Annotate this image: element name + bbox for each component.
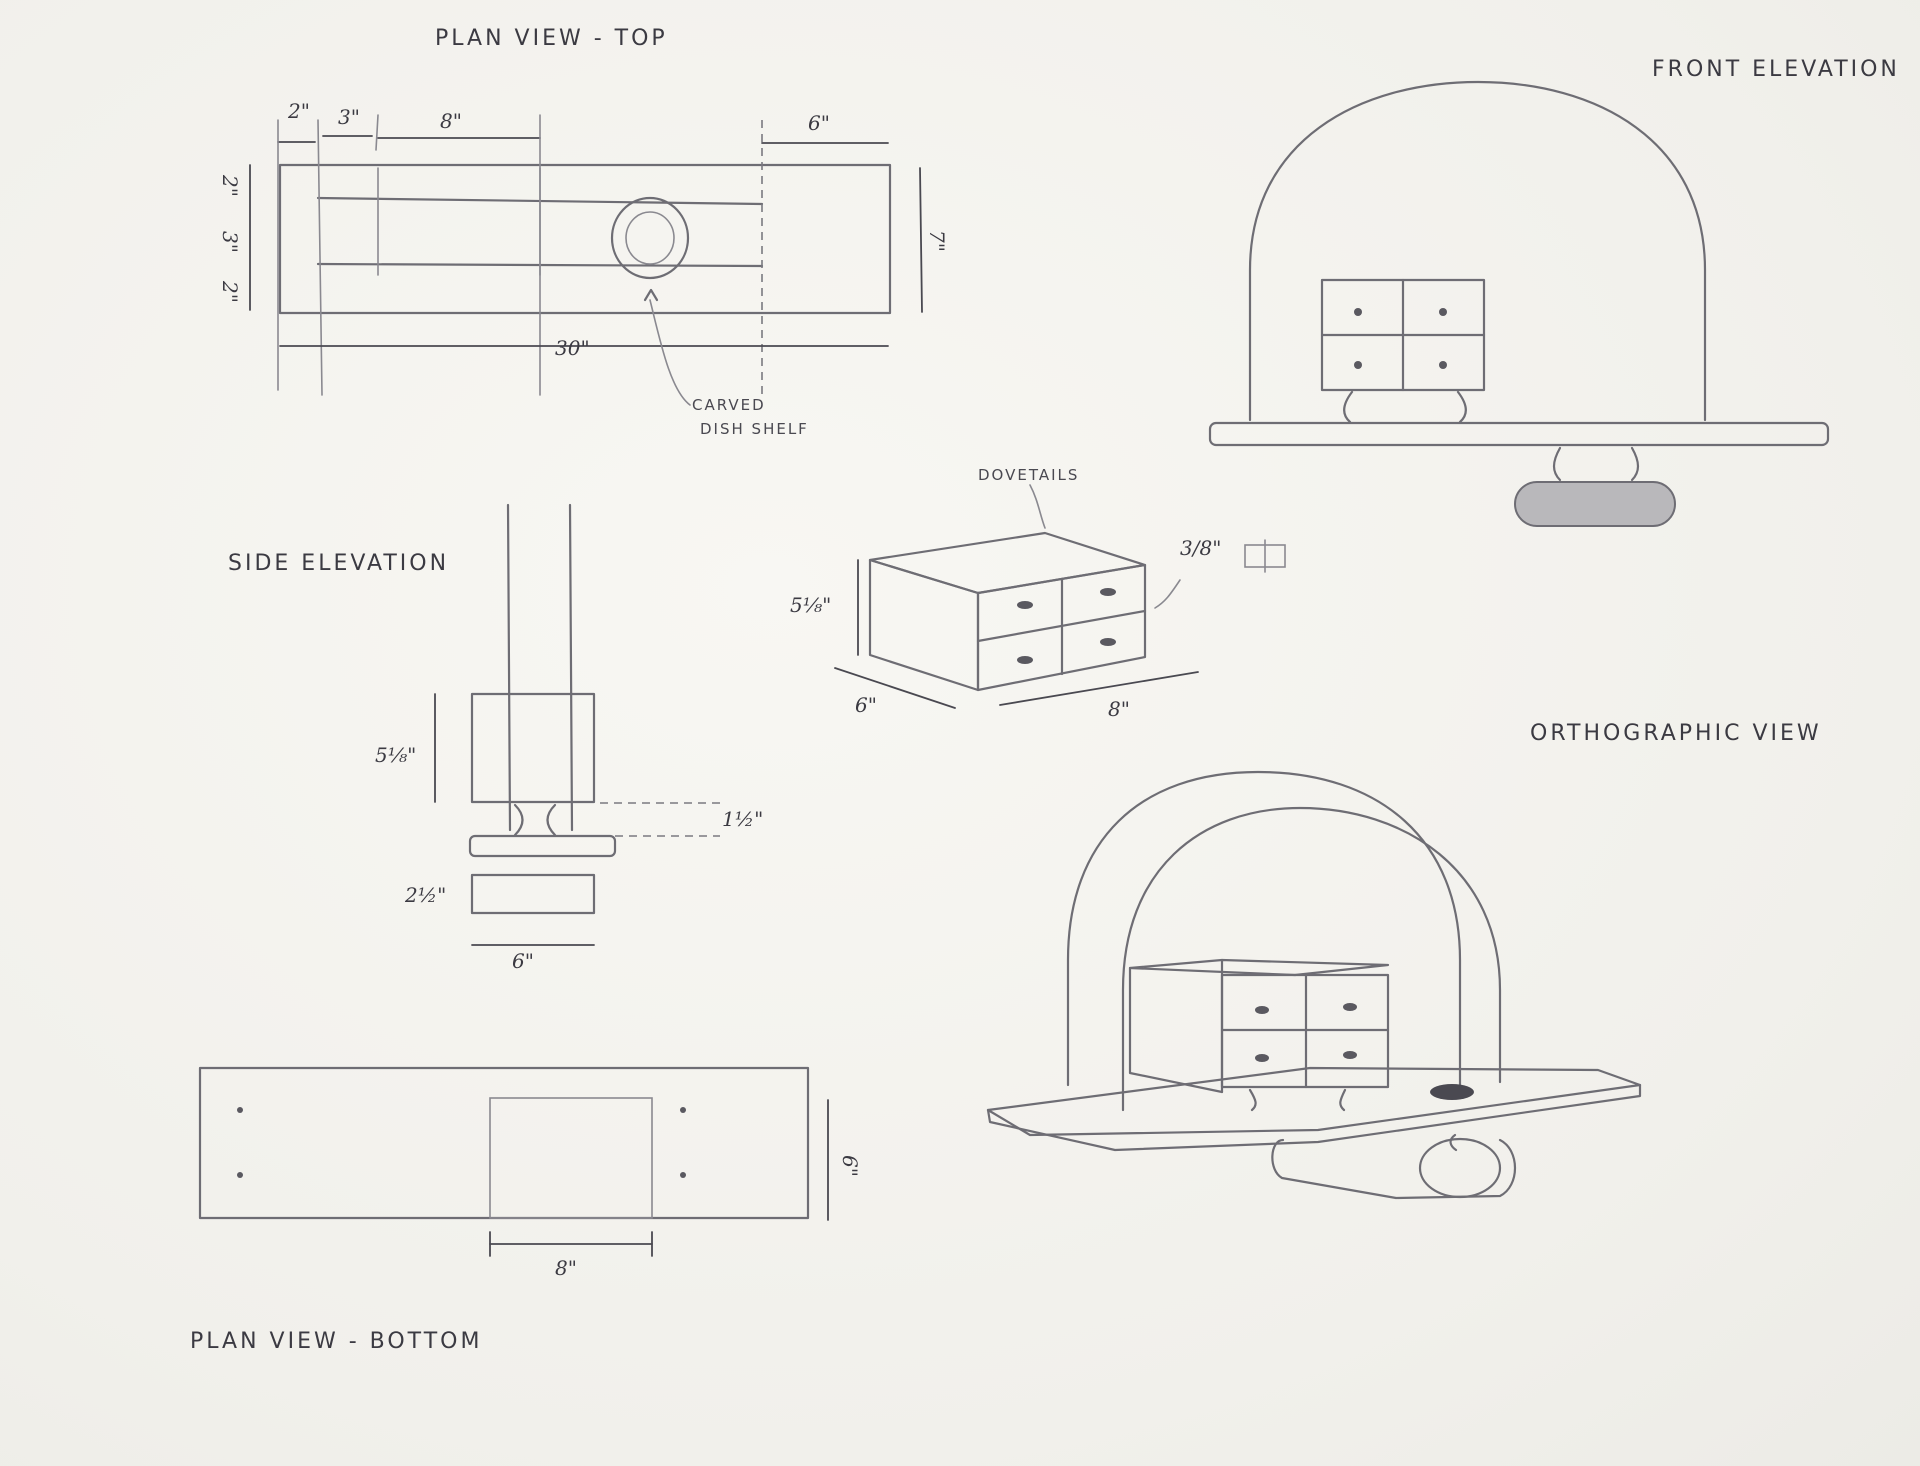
side-dim-gap: 1½" <box>722 807 763 831</box>
dim-line-right <box>919 167 923 313</box>
plan-top-arrow <box>643 288 659 302</box>
ortho-arch-front <box>1121 806 1502 1112</box>
ortho-box-feet <box>1248 1088 1347 1112</box>
ortho-drawer-body <box>1271 1138 1516 1200</box>
plan-top-title: PLAN VIEW - TOP <box>435 26 668 51</box>
box-dim-thickness: 3/8" <box>1180 536 1221 560</box>
box-dim-width-line <box>999 671 1199 706</box>
carved-leader <box>649 299 691 406</box>
orthographic-view: ORTHOGRAPHIC VIEW <box>986 721 1822 1200</box>
front-knob-4 <box>1439 361 1447 369</box>
side-dim-height: 5¹⁄₈" <box>375 743 416 767</box>
ortho-knob-3 <box>1255 1054 1269 1062</box>
ortho-knob-1 <box>1255 1006 1269 1014</box>
plan-bottom-hole-2 <box>237 1172 243 1178</box>
ortho-box-top <box>1128 958 1390 977</box>
plan-view-bottom: 6" 8" PLAN VIEW - BOTTOM <box>190 1066 862 1354</box>
side-elevation: SIDE ELEVATION 5¹⁄₈" 1½" 2½" 6" <box>228 503 763 973</box>
ortho-drawer-end <box>1418 1137 1502 1199</box>
box-knob-4 <box>1100 638 1116 646</box>
dim-label-3: 3" <box>338 105 360 129</box>
box-knob-3 <box>1017 656 1033 664</box>
dovetails-leader <box>1029 484 1046 529</box>
front-elevation-title: FRONT ELEVATION <box>1652 57 1900 82</box>
front-elevation: FRONT ELEVATION <box>1208 57 1900 527</box>
front-knob-3 <box>1354 361 1362 369</box>
dim-label-right-7: 7" <box>925 230 949 252</box>
dim-label-30: 30" <box>555 336 590 360</box>
front-drawer <box>1514 481 1676 527</box>
side-box <box>470 692 596 804</box>
bottom-dim-width: 8" <box>555 1256 577 1280</box>
side-rod-left <box>506 503 512 832</box>
ortho-knob-4 <box>1343 1051 1357 1059</box>
bottom-dim-depth: 6" <box>838 1155 862 1177</box>
box-dim-depth: 6" <box>855 693 877 717</box>
thickness-leader <box>1154 579 1181 609</box>
front-box-feet <box>1343 390 1467 424</box>
dim-label-left-3: 3" <box>218 231 242 253</box>
box-dim-width: 8" <box>1108 697 1130 721</box>
carved-dish-inner <box>625 211 675 265</box>
front-knob-2 <box>1439 308 1447 316</box>
box-knob-1 <box>1017 601 1033 609</box>
ortho-arch-back <box>1066 770 1462 1087</box>
plan-bottom-outline <box>198 1066 810 1220</box>
plan-view-top: PLAN VIEW - TOP 2" 3" 8" 6" 2" 3" 2" 7 <box>218 26 949 438</box>
dim-label-left-2a: 2" <box>218 174 242 197</box>
front-drawer-supports <box>1552 446 1640 482</box>
dim-label-6: 6" <box>808 111 830 135</box>
box-side <box>868 558 980 692</box>
ext-line-b <box>317 119 323 396</box>
orthographic-title: ORTHOGRAPHIC VIEW <box>1530 721 1822 746</box>
box-divider-h <box>976 609 1147 643</box>
plan-bottom-hole-3 <box>680 1107 686 1113</box>
plan-top-outline <box>278 163 892 315</box>
box-dim-height: 5¹⁄₈" <box>790 593 831 617</box>
front-shelf <box>1208 421 1830 447</box>
front-arch <box>1248 80 1707 422</box>
plan-bottom-title: PLAN VIEW - BOTTOM <box>190 1329 482 1354</box>
side-dim-width: 6" <box>512 949 534 973</box>
box-knob-2 <box>1100 588 1116 596</box>
plan-bottom-drawer <box>489 1097 653 1219</box>
side-drawer <box>470 873 596 915</box>
ortho-box-side <box>1128 966 1224 1094</box>
carved-dish-icon <box>610 196 690 280</box>
ortho-shelf-edge <box>986 1083 1642 1152</box>
front-knob-1 <box>1354 308 1362 316</box>
dim-label-left-2b: 2" <box>218 280 242 303</box>
dim-label-8: 8" <box>440 109 462 133</box>
side-elevation-title: SIDE ELEVATION <box>228 551 449 576</box>
box-top <box>868 531 1147 595</box>
carved-note-line2: DISH SHELF <box>700 420 809 438</box>
side-dim-foot: 2½" <box>404 883 446 907</box>
dovetails-note: DOVETAILS <box>978 466 1079 484</box>
ortho-knob-2 <box>1343 1003 1357 1011</box>
ortho-drawer-support <box>1449 1133 1458 1152</box>
side-box-feet <box>513 803 557 837</box>
ortho-shelf-top <box>986 1066 1642 1137</box>
side-rod-right <box>568 503 574 832</box>
dim-label-2: 2" <box>287 99 310 123</box>
box-detail: DOVETAILS 5¹⁄₈" 3/8" 6" 8" <box>790 466 1286 721</box>
plan-bottom-hole-1 <box>237 1107 243 1113</box>
ext-line-c <box>375 114 379 151</box>
side-shelf <box>468 834 617 858</box>
plan-bottom-hole-4 <box>680 1172 686 1178</box>
box-dim-depth-line <box>834 667 956 709</box>
carved-note-line1: CARVED <box>692 396 766 414</box>
ortho-dish-icon <box>1430 1084 1474 1100</box>
